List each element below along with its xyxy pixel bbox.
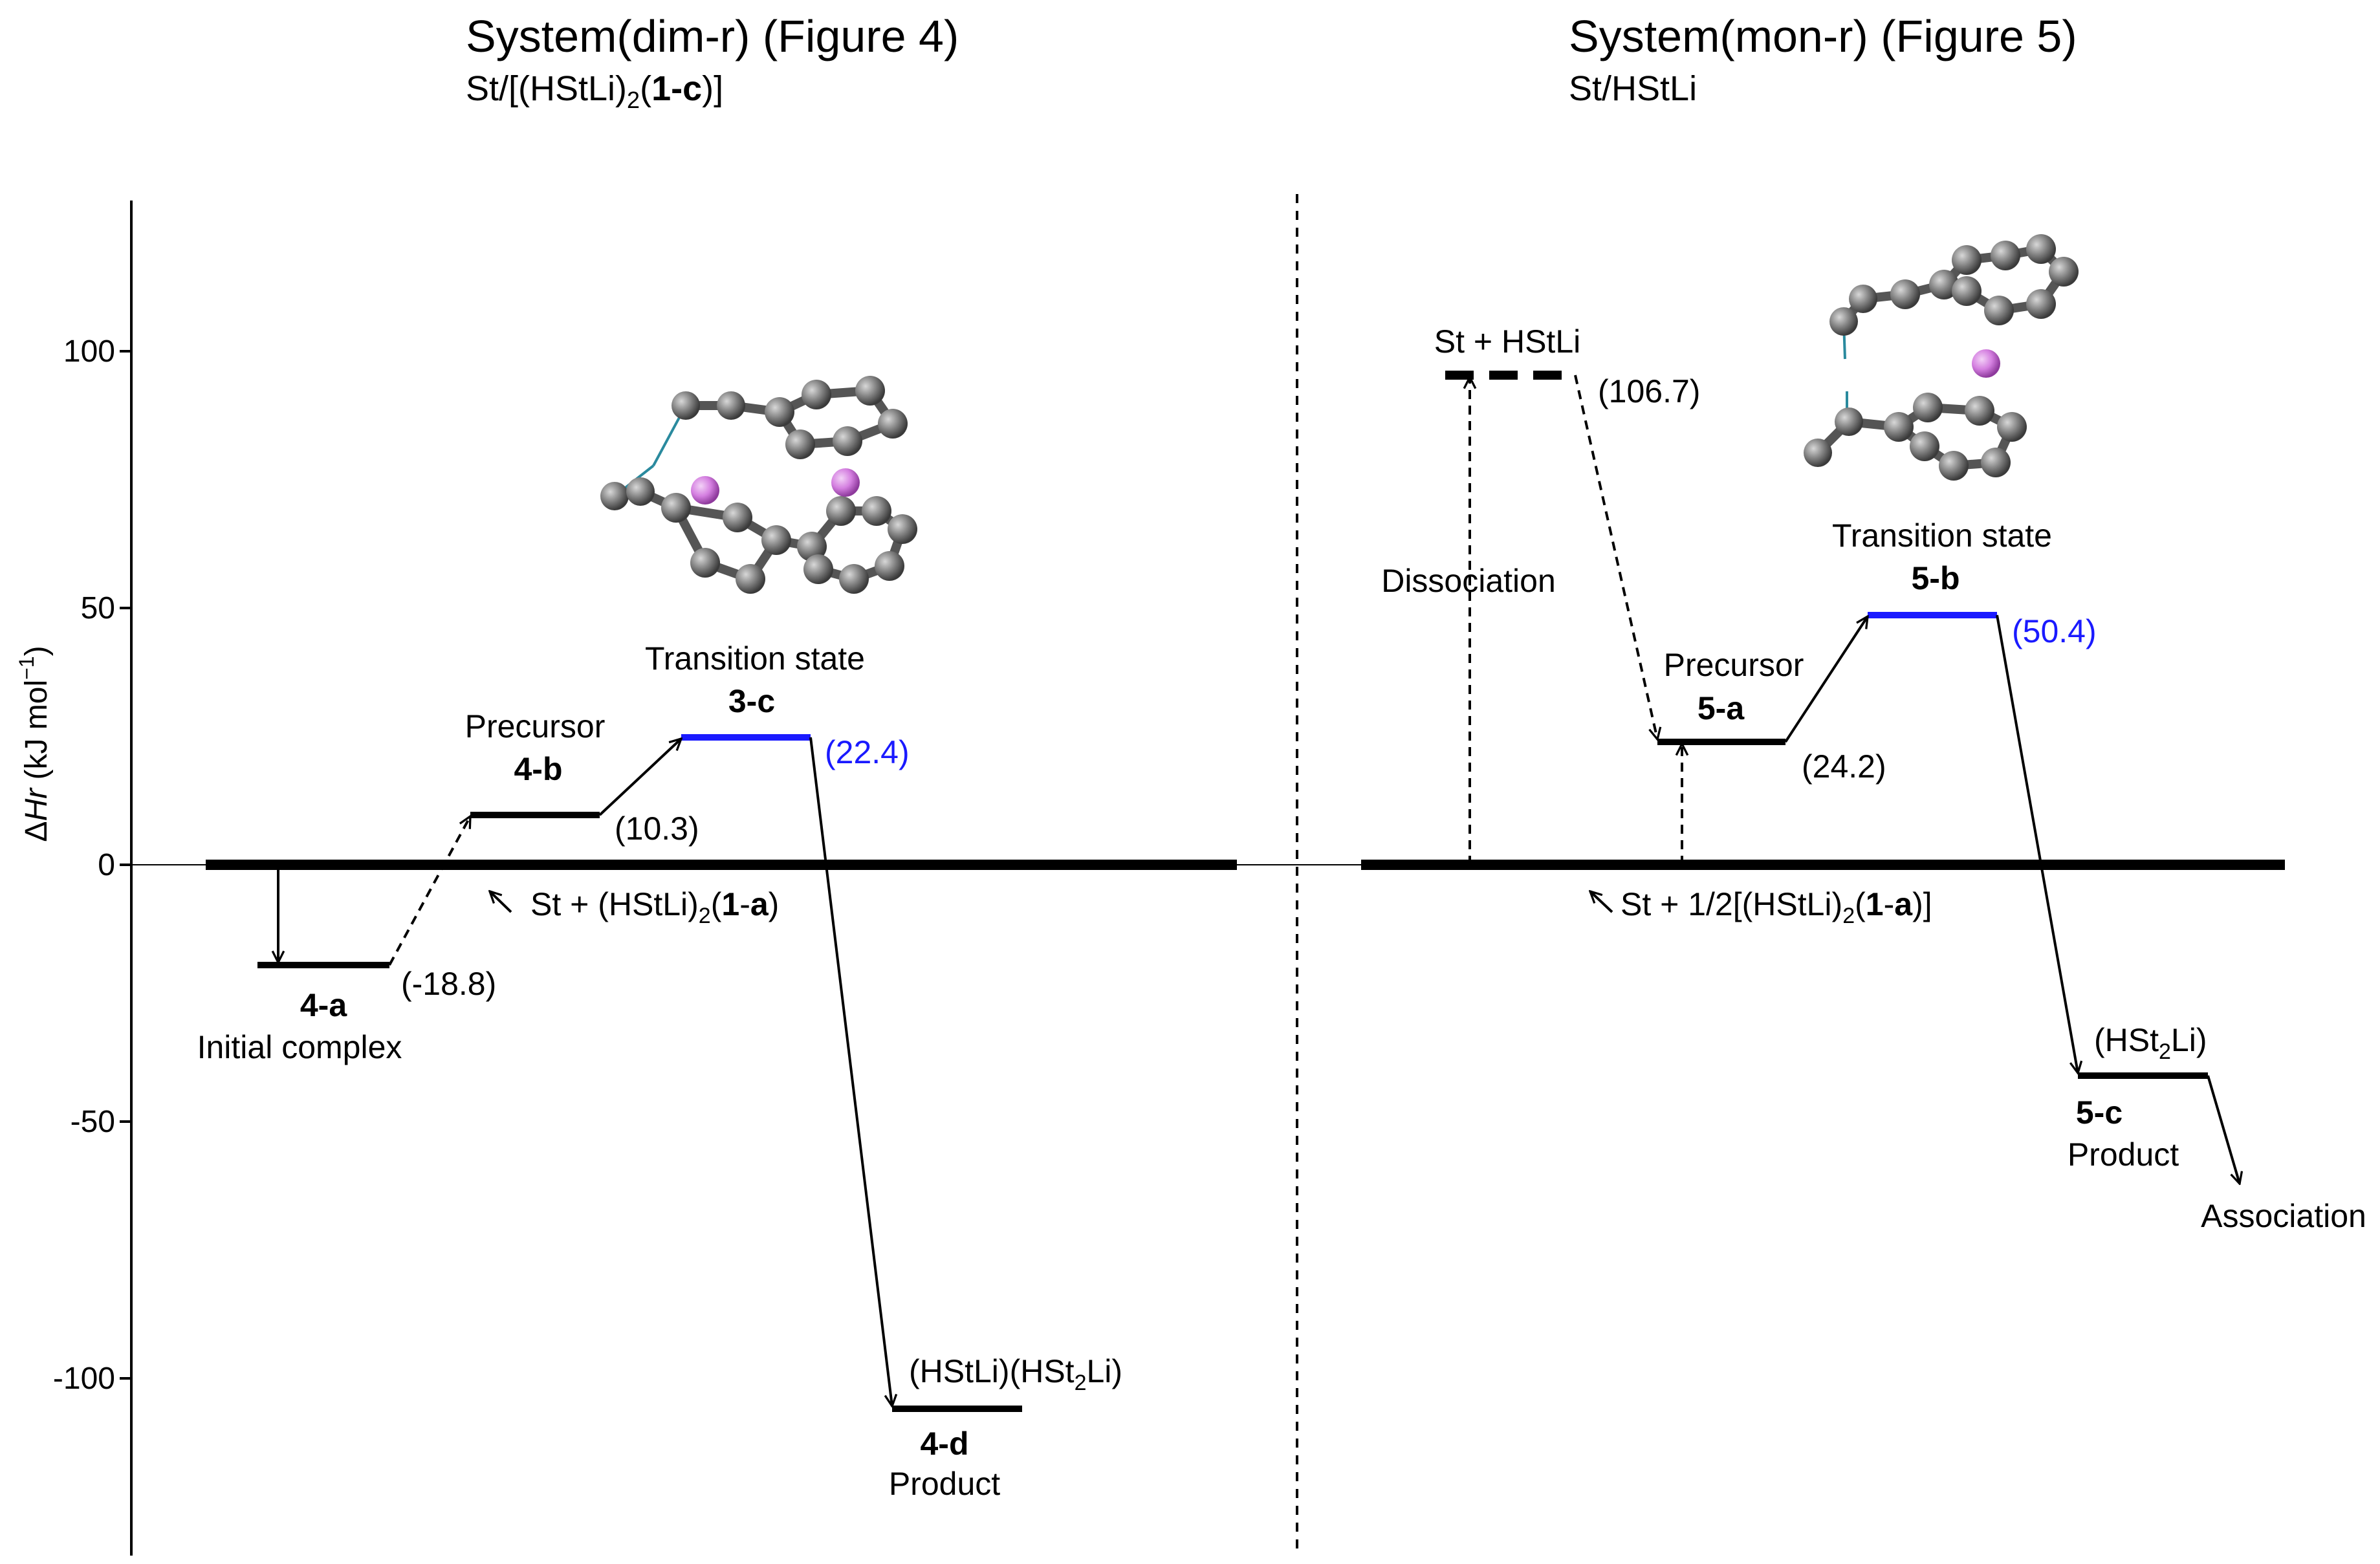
- label-5c-name: Product: [2068, 1136, 2179, 1173]
- y-tick-100: 100: [63, 334, 115, 369]
- right-panel: System(mon-r) (Figure 5) St/HStLi St + H…: [1361, 11, 2366, 1234]
- pointer-left-baseline: [490, 891, 512, 913]
- label-4a-name: Initial complex: [197, 1029, 402, 1065]
- arrow-5a-to-5b: [1784, 616, 1868, 743]
- y-axis: 100 50 0 -50 -100 ΔHr (kJ mol−1): [15, 201, 133, 1556]
- label-4b-id: 4-b: [514, 751, 563, 787]
- label-3c-id: 3-c: [728, 683, 775, 719]
- arrow-3c-to-4d: [809, 737, 892, 1406]
- label-5a-name: Precursor: [1664, 647, 1804, 683]
- right-panel-subtitle: St/HStLi: [1569, 69, 1697, 108]
- y-tick-minus100: -100: [53, 1362, 115, 1396]
- y-tick-0: 0: [98, 848, 115, 882]
- arrow-association: [2207, 1075, 2240, 1184]
- y-tick-minus50: -50: [71, 1105, 115, 1139]
- arrow-4b-to-3c: [598, 739, 681, 816]
- label-4d-formula: (HStLi)(HSt2Li): [909, 1353, 1122, 1395]
- label-association: Association: [2201, 1198, 2366, 1234]
- value-5a: (24.2): [1802, 748, 1886, 785]
- arrow-5b-to-5c: [1996, 614, 2078, 1073]
- label-5b-name: Transition state: [1832, 517, 2052, 554]
- value-4b: (10.3): [615, 810, 699, 847]
- left-baseline-label: St + (HStLi)2(1-a): [530, 886, 779, 928]
- label-5a-id: 5-a: [1698, 690, 1745, 726]
- value-5b: (50.4): [2012, 613, 2097, 649]
- molecule-5b-image: [1804, 234, 2079, 481]
- left-panel: System(dim-r) (Figure 4) St/[(HStLi)2(1-…: [197, 11, 1237, 1502]
- y-tick-50: 50: [81, 591, 115, 625]
- label-3c-name: Transition state: [645, 640, 865, 677]
- label-4a-id: 4-a: [300, 987, 347, 1023]
- label-4b-name: Precursor: [465, 708, 606, 744]
- value-dissociated: (106.7): [1598, 373, 1700, 409]
- arrow-4a-to-4b: [388, 816, 470, 966]
- left-panel-subtitle: St/[(HStLi)2(1-c)]: [466, 69, 723, 113]
- label-4d-name: Product: [889, 1466, 1000, 1502]
- value-4a: (-18.8): [401, 966, 496, 1002]
- molecule-3c-image: [600, 376, 917, 594]
- right-panel-title: System(mon-r) (Figure 5): [1569, 11, 2077, 61]
- label-5c-id: 5-c: [2076, 1094, 2123, 1131]
- label-4d-id: 4-d: [921, 1426, 969, 1462]
- left-panel-title: System(dim-r) (Figure 4): [466, 11, 959, 61]
- y-axis-label: ΔHr (kJ mol−1): [15, 646, 54, 842]
- right-baseline-label: St + 1/2[(HStLi)2(1-a)]: [1621, 886, 1932, 928]
- label-dissociation: Dissociation: [1381, 563, 1556, 599]
- label-5b-id: 5-b: [1912, 560, 1960, 596]
- label-dissociated: St + HStLi: [1434, 323, 1581, 360]
- value-3c: (22.4): [825, 734, 910, 770]
- arrow-dissociated-to-5a: [1574, 375, 1657, 739]
- pointer-right-baseline: [1590, 891, 1613, 913]
- label-5c-formula: (HSt2Li): [2094, 1022, 2207, 1064]
